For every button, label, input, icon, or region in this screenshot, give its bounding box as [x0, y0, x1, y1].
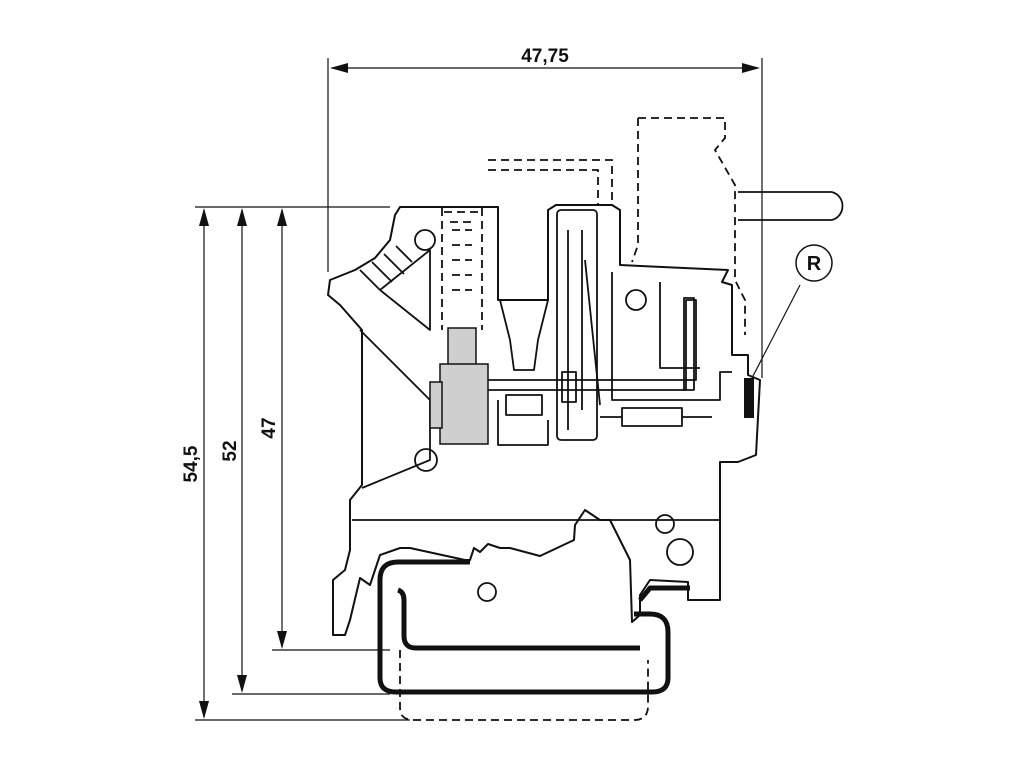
funnel-base — [497, 400, 549, 446]
busbar-strip — [488, 299, 697, 391]
din-rail — [377, 559, 690, 721]
funnel-slot — [505, 394, 543, 416]
width-dimension: 47,75 — [327, 46, 763, 378]
marker-callout: R — [751, 244, 833, 379]
height-middle-label: 52 — [220, 440, 241, 461]
housing-hole-large — [666, 538, 694, 566]
width-arrow-right — [742, 63, 760, 73]
clamp-lower — [439, 363, 489, 445]
clamp-side — [429, 381, 443, 429]
housing-hole-small — [655, 514, 675, 534]
lever-outline-bottom — [488, 169, 599, 210]
width-arrow-left — [330, 63, 348, 73]
callout-label: R — [807, 253, 822, 275]
funnel-outline — [499, 299, 549, 371]
height-middle-arrow-bottom — [237, 675, 247, 693]
housing-triangle — [379, 249, 431, 331]
plug-outline-right — [638, 117, 746, 335]
housing-hole-bottom — [414, 448, 438, 472]
rail-dashed-outline — [399, 650, 649, 721]
clamp-upper — [447, 327, 477, 369]
housing-diagonal — [359, 329, 431, 489]
height-inner-arrow-bottom — [277, 631, 287, 649]
contact-spring — [584, 259, 601, 406]
plug-outline-left — [631, 118, 639, 263]
callout-leader — [751, 284, 801, 379]
dashed-plug-connector — [631, 117, 844, 335]
height-inner-label: 47 — [259, 417, 280, 438]
housing-hole-right — [625, 289, 647, 311]
contact-block — [561, 371, 577, 403]
clamp-body — [429, 327, 489, 445]
busbar-vertical — [683, 297, 695, 391]
rail-outer — [377, 559, 671, 695]
rail-inner — [397, 587, 640, 651]
terminal-housing — [327, 204, 761, 636]
housing-inner-right — [611, 272, 732, 401]
height-outer-arrow-top — [199, 208, 209, 226]
height-middle-arrow-top — [237, 208, 247, 226]
foot-hole — [477, 582, 497, 602]
led-component — [600, 407, 712, 427]
contact-frame — [556, 209, 598, 441]
housing-ribs — [359, 245, 413, 291]
cable-end — [831, 191, 844, 221]
callout-circle — [795, 244, 833, 282]
wire-entry-funnel — [497, 299, 549, 446]
marker-strip — [744, 378, 754, 418]
test-contact — [556, 209, 601, 441]
width-label: 47,75 — [521, 46, 569, 67]
height-outer-label: 54,5 — [181, 445, 202, 482]
height-outer-arrow-bottom — [199, 701, 209, 719]
height-inner-arrow-top — [277, 208, 287, 226]
busbar — [488, 297, 697, 391]
housing-outline — [327, 204, 761, 636]
height-dimensions: 54,5 52 47 — [181, 206, 410, 721]
housing-hole-top — [414, 229, 436, 251]
rail-right-lip — [638, 585, 690, 602]
